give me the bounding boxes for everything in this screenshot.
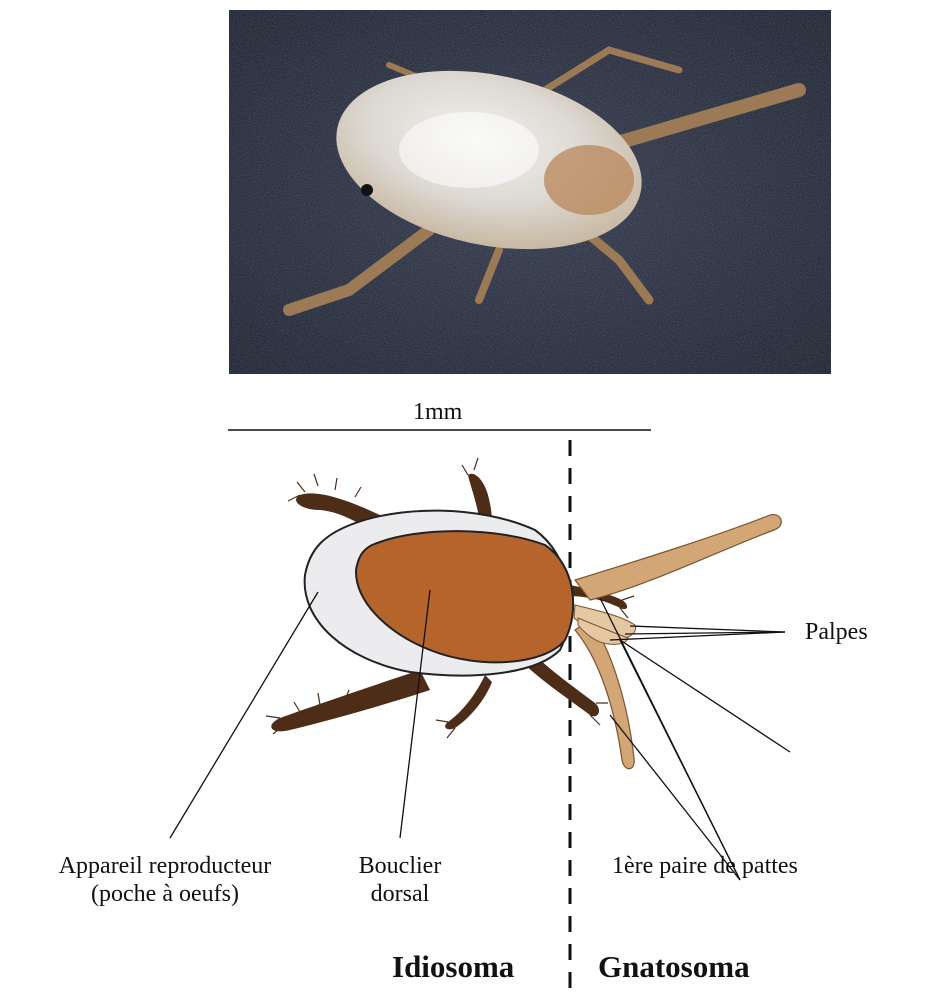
- label-first-leg-pair: 1ère paire de pattes: [612, 852, 798, 880]
- label-reproductive-apparatus-line1: Appareil reproducteur: [0, 852, 330, 880]
- label-dorsal-shield: Bouclier dorsal: [340, 852, 460, 908]
- label-dorsal-shield-line2: dorsal: [340, 880, 460, 908]
- label-reproductive-apparatus-line2: (poche à oeufs): [0, 880, 330, 908]
- label-palpes: Palpes: [805, 618, 868, 646]
- label-dorsal-shield-line1: Bouclier: [340, 852, 460, 880]
- region-idiosoma: Idiosoma: [392, 950, 514, 984]
- scale-bar-label: 1mm: [413, 398, 462, 426]
- region-gnatosoma: Gnatosoma: [598, 950, 750, 984]
- label-reproductive-apparatus: Appareil reproducteur (poche à oeufs): [0, 852, 330, 908]
